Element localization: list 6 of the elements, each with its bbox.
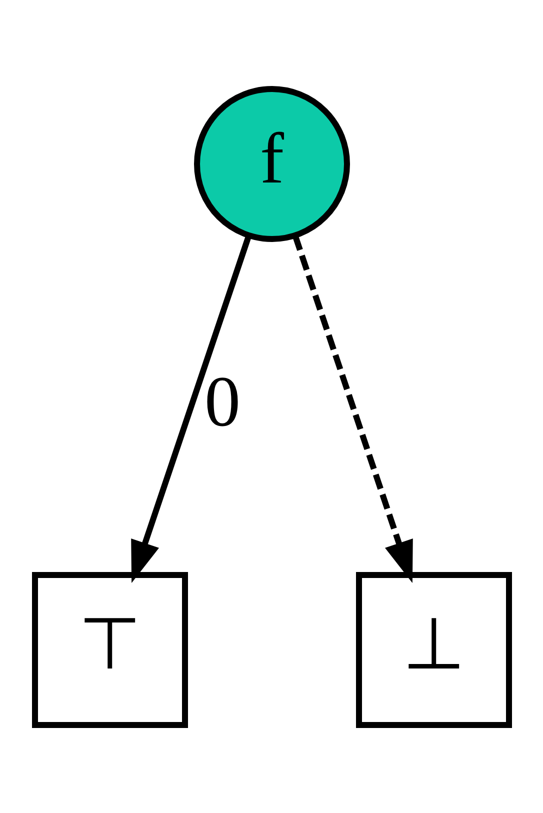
- arrow: [292, 234, 412, 583]
- node-box: ⊤: [32, 572, 188, 728]
- node-box: ⊥: [356, 572, 512, 728]
- edge-label: 0: [204, 361, 240, 442]
- node-circle: f: [194, 86, 350, 242]
- arrow: [130, 234, 252, 583]
